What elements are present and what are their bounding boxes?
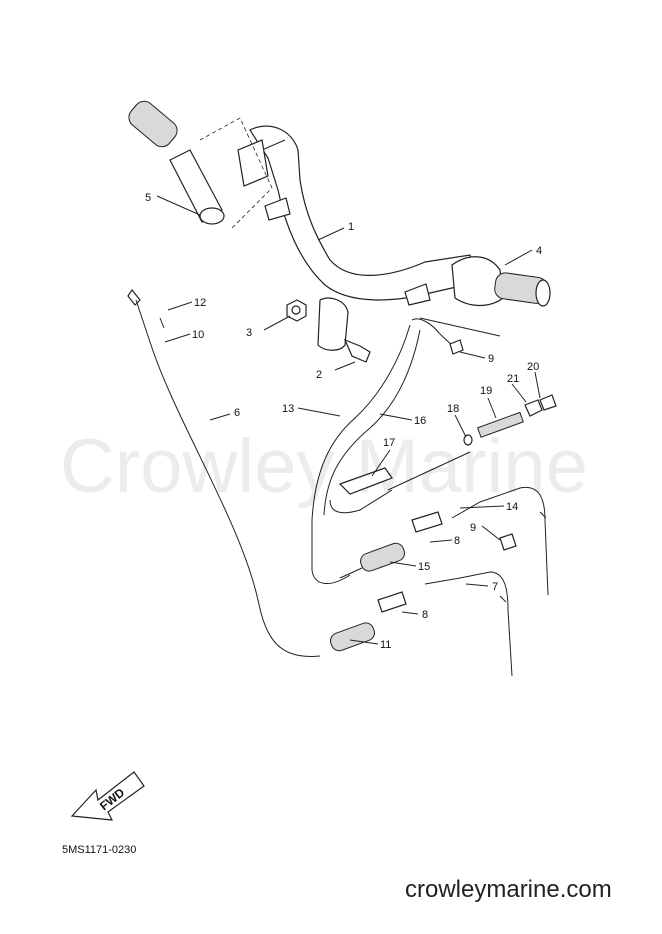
callout-21: 21	[507, 373, 519, 385]
callout-10: 10	[192, 329, 204, 341]
callouts: 1 2 3 4 5 6 7 8 8 9 9 10 11 12 13 14 15 …	[145, 192, 542, 651]
watermark: Crowley Marine	[60, 424, 588, 509]
callout-12: 12	[194, 297, 206, 309]
callout-1: 1	[348, 221, 354, 233]
throttle-cable[interactable]	[127, 288, 321, 657]
callout-7: 7	[492, 581, 498, 593]
cable-clamp-lower[interactable]	[377, 591, 407, 613]
callout-5: 5	[145, 192, 151, 204]
callout-17: 17	[383, 437, 395, 449]
callout-18: 18	[447, 403, 459, 415]
callout-14: 14	[506, 501, 518, 513]
right-grip[interactable]	[451, 256, 551, 307]
callout-16: 16	[414, 415, 426, 427]
callout-8: 8	[454, 535, 460, 547]
callout-13: 13	[282, 403, 294, 415]
handlebar[interactable]	[237, 125, 479, 351]
cable-14[interactable]	[451, 486, 549, 596]
callout-2: 2	[316, 369, 322, 381]
nut[interactable]	[286, 299, 307, 322]
callout-15: 15	[418, 561, 430, 573]
callout-4: 4	[536, 245, 542, 257]
leader-lines	[156, 195, 541, 645]
callout-8-lower: 8	[422, 609, 428, 621]
callout-6: 6	[234, 407, 240, 419]
callout-9-lower: 9	[470, 522, 476, 534]
callout-19: 19	[480, 385, 492, 397]
cable-clip-upper[interactable]	[449, 339, 464, 355]
cable-holder[interactable]	[338, 467, 393, 495]
site-footer: crowleymarine.com	[405, 876, 612, 903]
cable-loop[interactable]	[311, 317, 501, 584]
callout-11: 11	[380, 639, 391, 651]
diagram-code: 5MS1171-0230	[62, 844, 137, 856]
cable-7[interactable]	[424, 571, 513, 677]
left-grip[interactable]	[125, 97, 273, 231]
cable-adjuster[interactable]	[387, 394, 557, 491]
callout-9: 9	[488, 353, 494, 365]
fwd-arrow-icon: FWD	[70, 771, 145, 821]
callout-3: 3	[246, 327, 252, 339]
callout-20: 20	[527, 361, 539, 373]
cable-clip-lower[interactable]	[499, 533, 517, 551]
cable-housing-15[interactable]	[339, 541, 407, 579]
cable-clamp-upper[interactable]	[411, 511, 443, 533]
bolt[interactable]	[343, 338, 371, 363]
cable-housing-11[interactable]	[328, 621, 376, 653]
